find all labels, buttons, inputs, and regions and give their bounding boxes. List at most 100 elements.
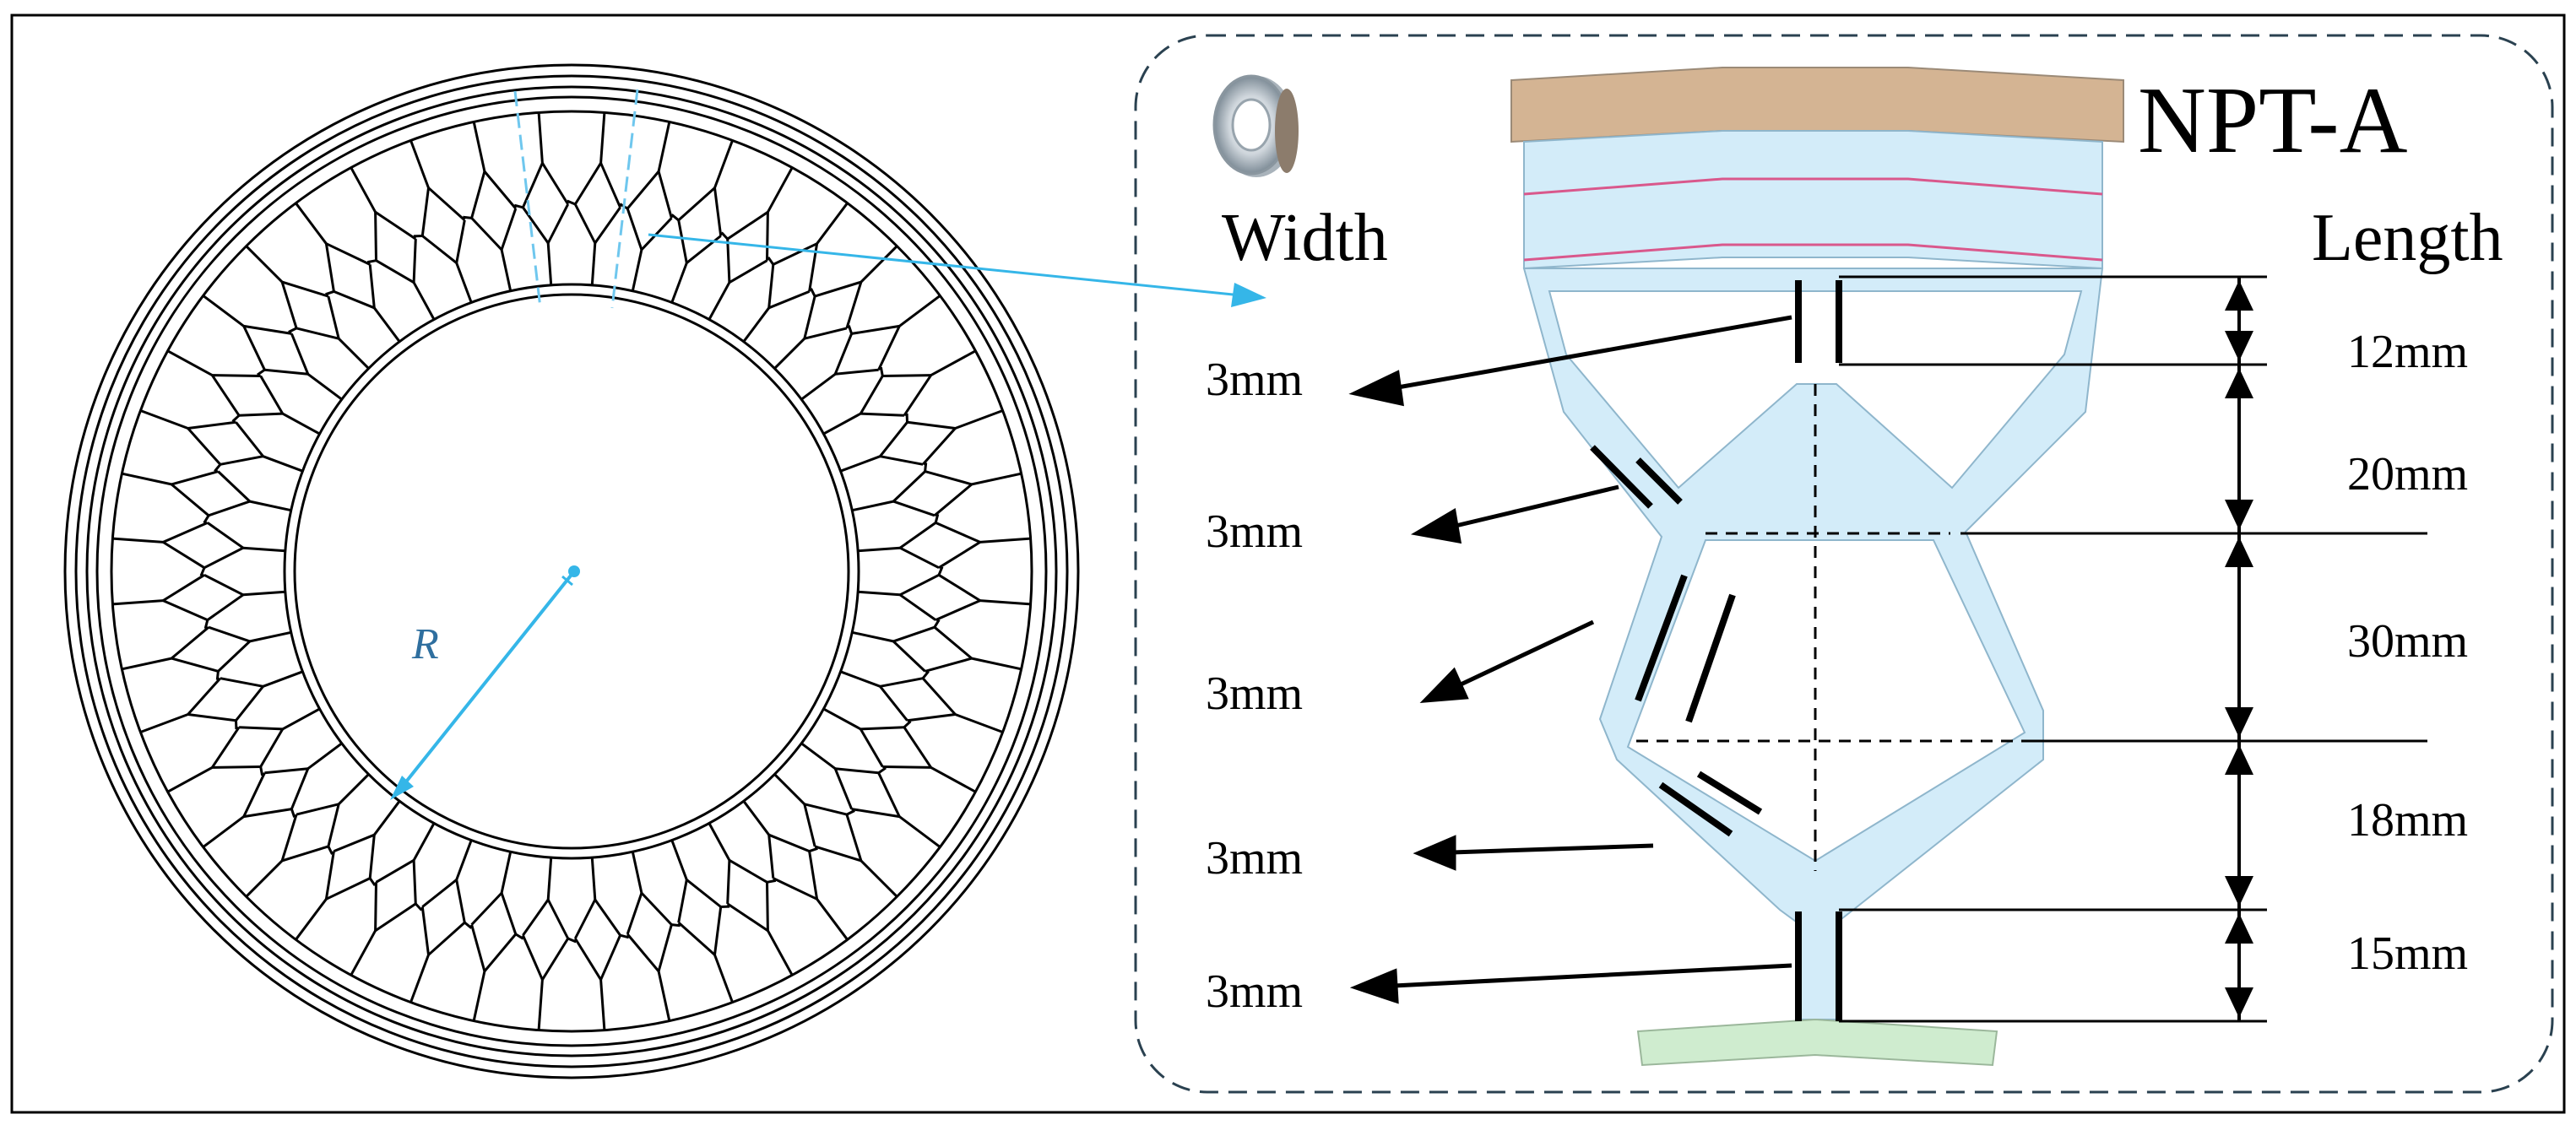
spoke-segment <box>306 742 343 770</box>
spoke-segment <box>242 590 286 597</box>
spoke-segment <box>640 892 673 926</box>
spoke-segment <box>657 122 671 172</box>
hub-layer <box>1636 1018 1998 1067</box>
spoke-segment <box>171 657 219 673</box>
spoke-segment <box>295 898 328 941</box>
spoke-segment <box>804 803 848 816</box>
spoke-segment <box>139 409 189 430</box>
spoke-segment <box>374 882 377 931</box>
spoke-segment <box>860 245 898 284</box>
spoke-segment <box>708 822 731 862</box>
spoke-segment <box>814 845 862 863</box>
spoke-segment <box>882 765 931 769</box>
spoke-segment <box>767 264 775 308</box>
spoke-segment <box>933 626 973 660</box>
spoke-segment <box>938 541 981 569</box>
spoke-segment <box>742 800 770 836</box>
spoke-segment <box>877 325 901 370</box>
spoke-segment <box>898 815 941 848</box>
length-label-3: 30mm <box>2347 615 2468 668</box>
spoke-segment <box>208 625 251 643</box>
spoke-segment <box>971 472 1022 486</box>
spoke-segment <box>937 566 944 576</box>
spoke-segment <box>546 857 553 901</box>
spoke-segment <box>930 766 977 793</box>
spoke-segment <box>713 139 734 189</box>
spoke-segment <box>212 765 261 769</box>
spoke-segment <box>412 239 417 283</box>
cell-highlight-right <box>610 89 639 309</box>
spoke-segment <box>264 368 308 376</box>
spoke-segment <box>420 187 430 236</box>
spoke-segment <box>907 713 956 722</box>
spoke-segment <box>409 954 430 1003</box>
spoke-segment <box>231 414 241 423</box>
spoke-segment <box>845 814 863 862</box>
spoke-segment <box>657 170 673 219</box>
spoke-segment <box>324 851 335 900</box>
spoke-segment <box>767 929 794 976</box>
spoke-segment <box>767 257 775 266</box>
spoke-segment <box>235 685 264 722</box>
spoke-segment <box>374 212 377 261</box>
spoke-segment <box>324 243 335 292</box>
spoke-segment <box>546 242 553 286</box>
spoke-segment <box>483 170 517 210</box>
spoke-segment <box>420 906 430 955</box>
spoke-segment <box>767 879 777 884</box>
spoke-segment <box>720 231 729 241</box>
spoke-segment <box>281 280 329 298</box>
spoke-segment <box>907 420 956 430</box>
spoke-segment <box>921 427 957 466</box>
spoke-segment <box>840 455 881 473</box>
spoke-segment <box>290 768 310 810</box>
spoke-segment <box>767 166 794 214</box>
spoke-segment <box>657 924 673 972</box>
spoke-segment <box>671 923 681 928</box>
spoke-segment <box>211 374 241 417</box>
spoke-segment <box>264 767 308 775</box>
spoke-segment <box>599 112 606 164</box>
spoke-segment <box>263 670 303 688</box>
spoke-segment <box>903 726 932 769</box>
width-label-2: 3mm <box>1206 506 1303 558</box>
spoke-segment <box>594 206 621 244</box>
spoke-segment <box>122 472 172 486</box>
spoke-segment <box>713 906 723 955</box>
spoke-segment <box>954 409 1004 430</box>
spoke-segment <box>259 766 264 776</box>
spoke-segment <box>860 859 898 898</box>
spoke-segment <box>296 327 339 340</box>
spoke-segment <box>522 899 550 937</box>
spoke-segment <box>245 245 284 284</box>
tire-outer-ring-4 <box>95 95 1048 1047</box>
spoke-segment <box>822 707 862 731</box>
spoke-segment <box>670 840 688 880</box>
spoke-segment <box>833 768 853 810</box>
spoke-segment <box>220 455 263 466</box>
spoke-segment <box>199 567 206 576</box>
spoke-segment <box>686 879 722 908</box>
width-label-5: 3mm <box>1206 965 1303 1018</box>
spoke-segment <box>708 281 731 321</box>
spoke-segment <box>877 766 887 775</box>
spoke-segment <box>767 835 775 879</box>
spoke-segment <box>515 933 524 940</box>
spoke-segment <box>845 281 863 329</box>
radius-label: R <box>411 620 439 668</box>
spoke-segment <box>541 162 569 205</box>
spoke-segment <box>333 833 375 852</box>
spoke-segment <box>773 242 818 266</box>
spoke-segment <box>892 500 935 517</box>
spoke-segment <box>463 215 472 219</box>
spoke-segment <box>280 814 298 862</box>
spoke-segment <box>930 349 977 376</box>
spoke-segment <box>822 412 862 435</box>
spoke-segment <box>766 212 769 261</box>
spoke-segment <box>472 971 486 1021</box>
spoke-segment <box>925 657 973 673</box>
length-dimensions <box>1839 275 2427 1023</box>
spoke-segment <box>281 412 321 435</box>
spoke-segment <box>573 203 597 244</box>
thickness-marks <box>1590 280 1842 1021</box>
